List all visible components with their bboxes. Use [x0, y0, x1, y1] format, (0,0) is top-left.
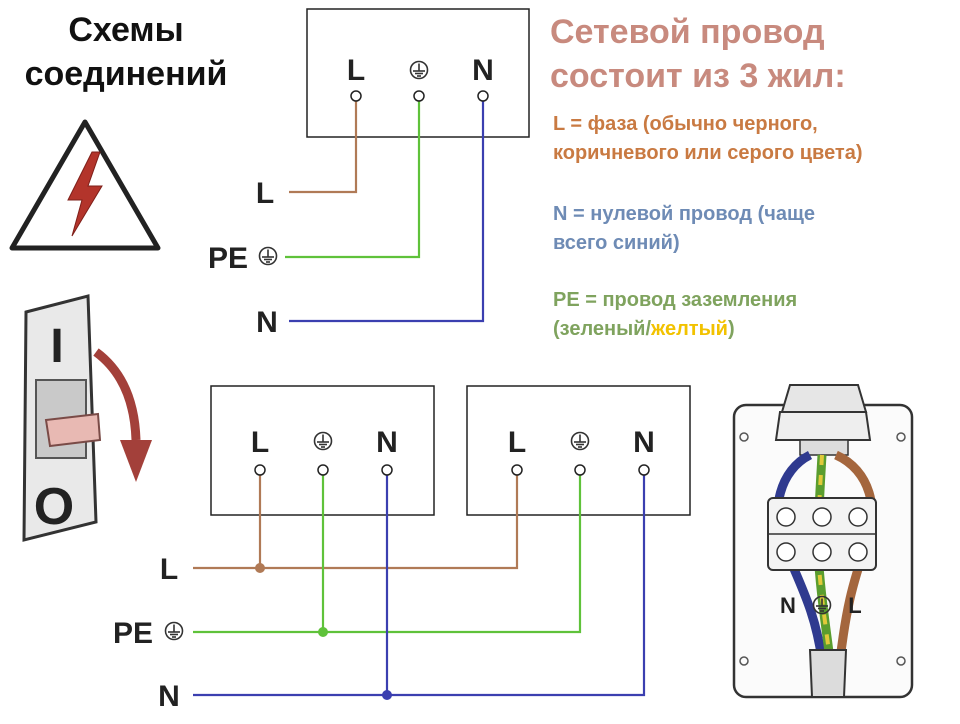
title-right-line2: состоит из 3 жил:	[550, 57, 846, 95]
junction-dot	[255, 563, 265, 573]
legend-earth-yellow: желтый	[651, 318, 728, 340]
legend-neutral: N = нулевой провод (чаще всего синий)	[553, 200, 815, 258]
terminal-label-n: N	[633, 426, 655, 459]
socket-box-top: L N	[306, 8, 530, 138]
junction-dot	[318, 627, 328, 637]
legend-earth-text2a: (зеленый/	[553, 318, 652, 340]
wire-neutral-bottom	[193, 470, 646, 697]
earth-ground-icon	[258, 246, 278, 266]
wire-neutral-top	[289, 96, 485, 323]
terminal-label-l: L	[508, 426, 526, 459]
rotation-arrow-icon	[93, 348, 152, 482]
title-left-line1: Схемы	[68, 11, 184, 49]
terminal-label-l: L	[251, 426, 269, 459]
title-left-line2: соединений	[24, 55, 228, 93]
line-label-l-top: L	[256, 177, 274, 210]
wire-phase-bottom	[193, 470, 519, 570]
junction-box-icon: N L	[732, 384, 914, 699]
legend-earth-text2c: )	[727, 318, 735, 340]
junction-label-n: N	[780, 593, 796, 618]
line-label-l-bottom: L	[160, 553, 178, 586]
hazard-lightning-icon	[9, 119, 161, 251]
earth-ground-icon	[164, 621, 184, 641]
legend-phase-text2: коричневого или серого цвета)	[553, 142, 863, 164]
page-title-left: Схемы соединений	[6, 8, 246, 96]
breaker-off-label: O	[34, 478, 74, 536]
terminal-label-n: N	[472, 54, 494, 87]
junction-label-l: L	[848, 593, 861, 618]
legend-phase-text1: = фаза (обычно черного,	[564, 113, 818, 135]
wire-earth-top	[285, 96, 421, 259]
terminal-label-l: L	[347, 54, 365, 87]
line-label-pe-top: PE	[208, 242, 248, 275]
line-label-n-bottom: N	[158, 680, 180, 713]
socket-box-bottom-right: L N	[466, 385, 691, 516]
line-label-n-top: N	[256, 306, 278, 339]
circuit-breaker-icon: I O	[22, 294, 102, 542]
line-label-pe-bottom: PE	[113, 617, 153, 650]
junction-dot	[382, 690, 392, 700]
title-right-line1: Сетевой провод	[550, 13, 825, 51]
wire-phase-top	[289, 96, 358, 194]
legend-neutral-text2: всего синий)	[553, 232, 680, 254]
legend-phase-key: L	[553, 113, 565, 135]
terminal-label-n: N	[376, 426, 398, 459]
legend-earth-text1: PE = провод заземления	[553, 289, 798, 311]
breaker-on-label: I	[50, 320, 63, 373]
legend-phase: L = фаза (обычно черного, коричневого ил…	[553, 110, 863, 168]
legend-earth: PE = провод заземления (зеленый/желтый)	[553, 286, 797, 344]
page-title-right: Сетевой провод состоит из 3 жил:	[550, 10, 846, 98]
legend-neutral-text1: N = нулевой провод (чаще	[553, 203, 815, 225]
